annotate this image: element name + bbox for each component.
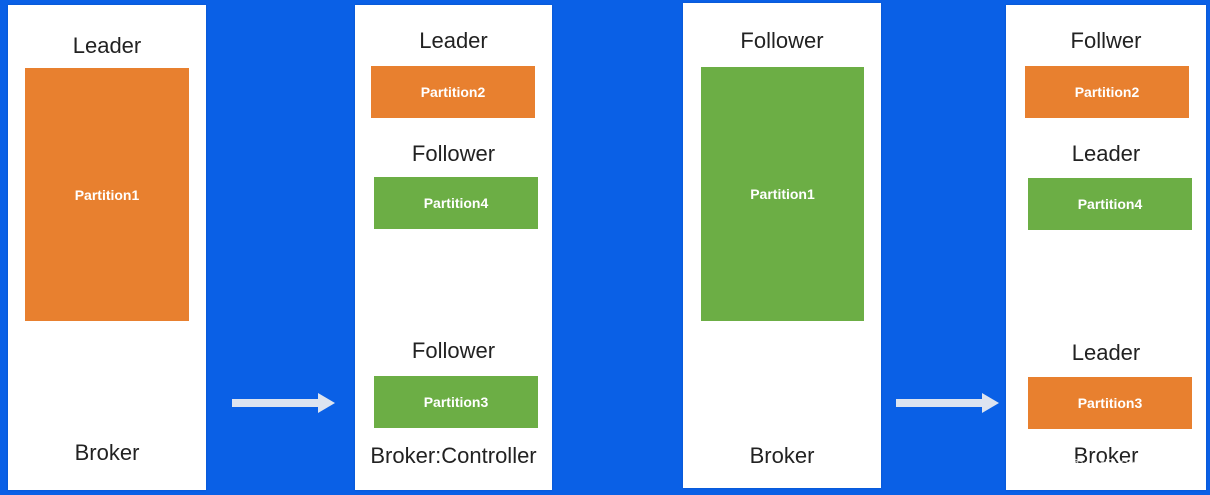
- right-arrow-icon: [896, 393, 999, 413]
- role-label-follower: Follower: [411, 338, 496, 363]
- partition3-block: Partition3: [374, 376, 538, 428]
- role-label-follower: Follower: [740, 28, 824, 53]
- partition3-label: Partition3: [423, 394, 489, 410]
- partition3-block: Partition3: [1028, 377, 1192, 429]
- role-label-leader: Leader: [72, 33, 142, 58]
- right-arrow-icon: [232, 393, 335, 413]
- role-label-follower: Follwer: [1070, 28, 1142, 53]
- partition2-block: Partition2: [371, 66, 535, 118]
- watermark: @稀土掘金技术社区: [1051, 457, 1196, 476]
- broker-panel-4: Follwer Partition2 Leader Partition4 Lea…: [1006, 5, 1206, 490]
- broker-panel-3: Follower Partition1 Broker: [683, 3, 881, 488]
- broker-label: Broker: [1073, 443, 1139, 468]
- partition4-label: Partition4: [1077, 196, 1143, 212]
- broker-label: Broker: [749, 443, 815, 468]
- partition1-label: Partition1: [750, 186, 815, 202]
- broker-controller-label: Broker:Controller: [370, 443, 537, 468]
- partition4-label: Partition4: [423, 195, 489, 211]
- partition4-block: Partition4: [1028, 178, 1192, 230]
- broker-label: Broker: [74, 440, 140, 465]
- role-label-leader: Leader: [1071, 141, 1141, 166]
- broker-panel-1: Leader Partition1 Broker: [8, 5, 206, 490]
- broker-controller-panel: Leader Partition2 Follower Partition4 Fo…: [355, 5, 552, 490]
- partition1-block: Partition1: [25, 68, 189, 321]
- partition1-label: Partition1: [74, 186, 140, 203]
- partition2-label: Partition2: [1074, 84, 1140, 100]
- partition3-label: Partition3: [1077, 395, 1143, 411]
- partition2-label: Partition2: [420, 84, 486, 100]
- partition1-block: Partition1: [701, 67, 864, 321]
- role-label-follower: Follower: [411, 141, 496, 166]
- partition2-block: Partition2: [1025, 66, 1189, 118]
- role-label-leader: Leader: [1071, 340, 1141, 365]
- partition4-block: Partition4: [374, 177, 538, 229]
- role-label-leader: Leader: [419, 28, 488, 53]
